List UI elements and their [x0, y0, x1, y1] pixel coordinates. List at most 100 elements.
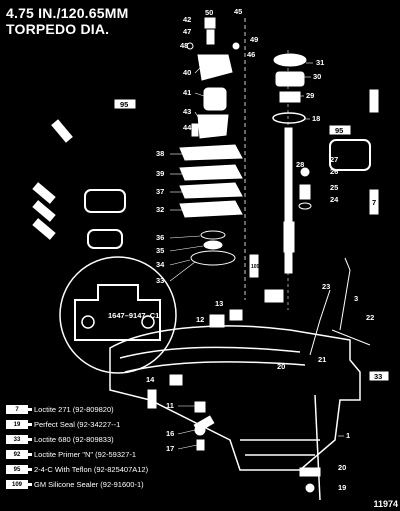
- part-18: [272, 112, 306, 124]
- callout: 47: [183, 27, 191, 36]
- part-3-water-tube: [309, 289, 331, 356]
- part-20-anode: [299, 467, 321, 477]
- part-38-gasket: [179, 144, 243, 161]
- part-22: [331, 329, 371, 346]
- sealant-legend: 7 Loctite 271 (92-809820) 19 Perfect Sea…: [6, 402, 206, 492]
- callout: 13: [215, 299, 223, 308]
- callout: 42: [183, 15, 191, 24]
- tube-7-lower: [369, 371, 389, 381]
- callout: 44: [183, 123, 192, 132]
- part-46: [232, 42, 240, 50]
- tube-left-3: [32, 200, 56, 222]
- part-36-seal: [84, 189, 126, 213]
- legend-text: Loctite 271 (92-809820): [34, 405, 114, 414]
- callout: 49: [250, 35, 258, 44]
- part-27-bearing: [329, 139, 371, 171]
- tube-icon: 109: [6, 480, 32, 489]
- left-seals: [84, 189, 126, 249]
- callout: 32: [156, 205, 164, 214]
- legend-text: Perfect Seal (92-34227--1: [34, 420, 121, 429]
- shift-coupler: [264, 289, 284, 303]
- part-26: [300, 167, 310, 177]
- callout: 109: [251, 264, 260, 270]
- callout: 43: [183, 107, 191, 116]
- part-13-screw: [229, 309, 243, 321]
- callout: 95: [120, 100, 128, 109]
- callout: 33: [156, 276, 164, 285]
- legend-row: 92 Loctite Primer "N" (92-59327-1: [6, 447, 206, 462]
- legend-text: Loctite Primer "N" (92-59327-1: [34, 450, 137, 459]
- callout: 35: [156, 246, 164, 255]
- part-12-block: [209, 314, 225, 328]
- callout: 12: [196, 315, 204, 324]
- callout-numbers: 50 45 42 47 48 46 49 31 40 30 41 95 29 4…: [120, 7, 382, 492]
- callout: 48: [180, 41, 188, 50]
- legend-row: 33 Loctite 680 (92-809833): [6, 432, 206, 447]
- part-24: [298, 202, 312, 210]
- detail-outline: [74, 284, 161, 341]
- legend-text: Loctite 680 (92-809833): [34, 435, 114, 444]
- callout: 27: [330, 155, 338, 164]
- legend-text: 2-4-C With Teflon (92-825407A12): [34, 465, 149, 474]
- callout: 20: [277, 362, 285, 371]
- tube-7-right: [369, 189, 379, 215]
- part-25: [299, 184, 311, 200]
- callout: 46: [247, 50, 255, 59]
- part-44: [191, 123, 199, 137]
- sealant-tubes: [32, 89, 389, 433]
- callout: 33: [374, 372, 382, 381]
- part-42: [206, 29, 215, 45]
- callout: 21: [318, 355, 326, 364]
- callout: 34: [156, 260, 165, 269]
- housing-line-1: [119, 346, 301, 359]
- callout: 45: [234, 7, 242, 16]
- callout: 23: [322, 282, 330, 291]
- skeg: [314, 394, 321, 501]
- legend-row: 19 Perfect Seal (92-34227--1: [6, 417, 206, 432]
- callout: 38: [156, 149, 164, 158]
- tube-icon: 33: [6, 435, 32, 444]
- part-35-oring: [200, 230, 226, 240]
- callout: 50: [205, 8, 213, 17]
- callout: 37: [156, 187, 164, 196]
- part-32-base: [179, 200, 243, 218]
- magnified-detail-circle: [59, 256, 177, 374]
- housing-line-2: [124, 361, 306, 373]
- callout: 25: [330, 183, 338, 192]
- diagram-title-line2: TORPEDO DIA.: [6, 21, 110, 37]
- callout: 19: [338, 483, 346, 492]
- shafts: [169, 257, 371, 493]
- tube-left-4: [32, 218, 56, 240]
- callout: 30: [313, 72, 321, 81]
- callout: 29: [306, 91, 314, 100]
- legend-text: GM Silicone Sealer (92-91600-1): [34, 480, 144, 489]
- tube-95-left: [114, 99, 136, 109]
- part-29: [279, 91, 301, 103]
- legend-row: 7 Loctite 271 (92-809820): [6, 402, 206, 417]
- callout: 95: [335, 126, 343, 135]
- callout: 22: [366, 313, 374, 322]
- legend-row: 109 GM Silicone Sealer (92-91600-1): [6, 477, 206, 492]
- tube-right-top: [369, 89, 379, 113]
- callout: 17: [166, 444, 174, 453]
- part-34-seal: [203, 240, 223, 250]
- tube-icon: 19: [6, 420, 32, 429]
- callout: 40: [183, 68, 191, 77]
- callout: 26: [330, 167, 338, 176]
- part-19: [305, 483, 315, 493]
- callout: 20: [338, 463, 346, 472]
- tube-left-1: [51, 119, 73, 143]
- bearing-stack: [272, 53, 371, 274]
- callout: 3: [354, 294, 358, 303]
- seal-lower: [87, 229, 123, 249]
- diagram-title-line1: 4.75 IN./120.65MM: [6, 5, 129, 21]
- part-14-cap: [169, 374, 183, 386]
- callout: 16: [166, 429, 174, 438]
- part-33-ring: [190, 250, 236, 266]
- part-30: [275, 71, 305, 87]
- tube-109: [249, 254, 259, 278]
- part-48: [186, 42, 194, 50]
- part-43-plate: [197, 114, 229, 139]
